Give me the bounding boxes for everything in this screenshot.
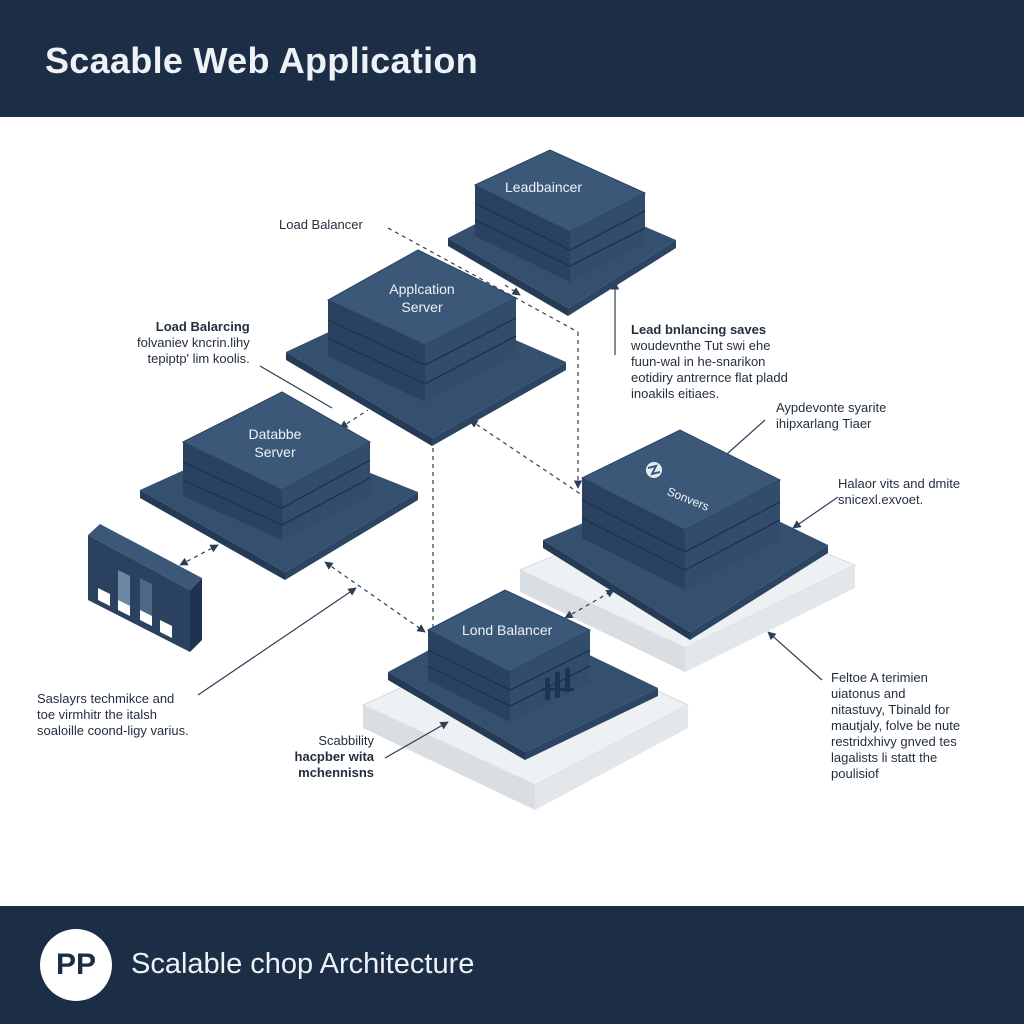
annotation-line: lagalists li statt the — [831, 750, 938, 765]
leader-line — [384, 721, 449, 759]
annotation-line: Halaor vits and dmite — [838, 476, 961, 491]
annotation-load-balancer: Load Balancer — [279, 217, 363, 232]
dashed-connector — [324, 561, 426, 633]
logo-badge: PP — [40, 929, 112, 1001]
annotation-line: snicexl.exvoet. — [838, 492, 924, 507]
annotation-line: tepiptp' lim koolis. — [147, 351, 250, 366]
server-logo-icon — [646, 462, 662, 478]
annotation-saslayirs: Saslayrs techmikce and toe virmhitr the … — [37, 691, 189, 739]
annotation-aypdevonte: Aypdevonte syarite ihipxarlang Tiaer — [776, 400, 886, 432]
node-label-database-server: Databbe Server — [230, 425, 320, 461]
annotation-load-balancing: Load Balarcing folvaniev kncrin.lihy tep… — [137, 319, 250, 367]
page-title: Scaable Web Application — [45, 40, 478, 81]
dashed-connector — [469, 419, 583, 496]
node-label-line: Databbe — [248, 426, 302, 442]
annotation-line: inoakils eitiaes. — [631, 386, 720, 401]
annotation-line: Feltoe A terimien — [831, 670, 928, 685]
node-top-right-load-balancer — [448, 149, 676, 316]
node-label-line: Server — [254, 444, 296, 460]
leader-line — [197, 587, 357, 696]
leader-line — [767, 631, 823, 681]
dashed-connector — [179, 544, 219, 566]
footer-title: Scalable chop Architecture — [131, 948, 475, 980]
dashed-connector — [339, 409, 369, 429]
annotation-line: toe virmhitr the italsh — [37, 707, 157, 722]
node-application-server — [286, 249, 566, 446]
node-label-line: Applcation — [389, 281, 455, 297]
header-bar: Scaable Web Application — [0, 0, 1024, 117]
dashed-connector — [564, 589, 615, 619]
annotation-feltoe: Feltoe A terimien uiatonus and nitastuvy… — [831, 670, 960, 782]
annotation-line: ihipxarlang Tiaer — [776, 416, 872, 431]
node-database-server — [140, 391, 418, 580]
node-label-line: Server — [401, 299, 443, 315]
annotation-line: mchennisns — [298, 765, 374, 780]
annotation-line: soaloille coond-ligy varius. — [37, 723, 189, 738]
annotation-line: Aypdevonte syarite — [776, 400, 887, 415]
footer-bar — [0, 906, 1024, 1024]
annotation-title: Lead bnlancing saves — [631, 322, 767, 337]
annotation-line: nitastuvy, Tbinald for — [831, 702, 950, 717]
dashed-connector — [504, 284, 521, 296]
node-right-server — [543, 429, 828, 640]
annotation-line: hacpber wita — [294, 749, 374, 764]
annotation-line: poulisiof — [831, 766, 879, 781]
annotation-halaorvits: Halaor vits and dmite snicexl.exvoet. — [838, 476, 960, 508]
annotation-line: eotidiry antrernce flat pladd — [631, 370, 788, 385]
node-label-bottom: Lond Balancer — [462, 622, 553, 638]
annotation-line: Saslayrs techmikce and — [37, 691, 175, 706]
node-label-top-right: Leadbaincer — [505, 179, 583, 195]
bar-chart-icon — [88, 524, 202, 652]
annotation-scabbility: Scabbility hacpber wita mchennisns — [284, 733, 374, 781]
leader-line — [259, 365, 333, 409]
node-label-application-server: Applcation Server — [378, 280, 466, 316]
annotation-line: folvaniev kncrin.lihy — [137, 335, 250, 350]
server-rack-icon — [542, 668, 574, 700]
annotation-line: fuun-wal in he-snarikon — [631, 354, 766, 369]
annotation-line: Scabbility — [318, 733, 374, 748]
connectors — [179, 227, 839, 759]
annotation-line: restridxhivy gnved tes — [831, 734, 957, 749]
leader-line — [792, 496, 839, 529]
annotation-line: woudevnthe Tut swi ehe — [631, 338, 771, 353]
node-bottom-load-balancer — [388, 589, 658, 760]
annotation-title: Load Balarcing — [155, 319, 250, 334]
annotation-line: mautjaly, folve be nute — [831, 718, 961, 733]
annotation-lead-balancing: Lead bnlancing saves woudevnthe Tut swi … — [631, 322, 788, 402]
annotation-line: uiatonus and — [831, 686, 906, 701]
